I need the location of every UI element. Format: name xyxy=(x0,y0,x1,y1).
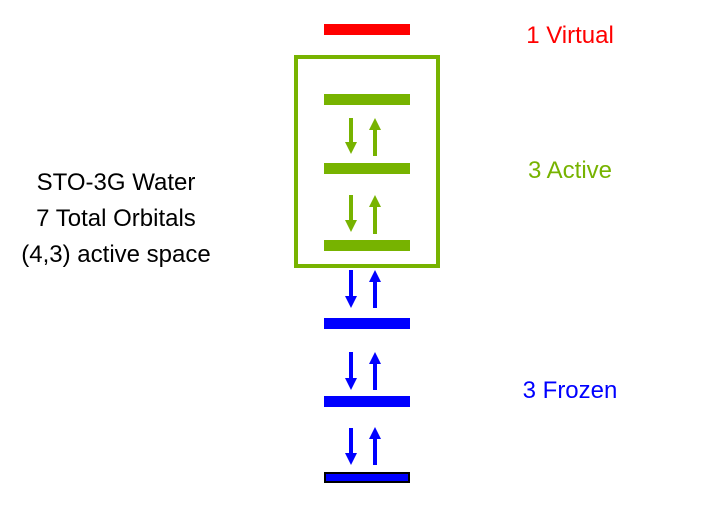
electron-pair-frozen-2 xyxy=(345,352,381,390)
description-line-molecule: STO-3G Water xyxy=(36,169,196,196)
electron-pair-active-1 xyxy=(345,118,381,156)
label-frozen: 3 Frozen xyxy=(522,377,618,404)
electron-pair-active-2 xyxy=(345,195,381,234)
label-virtual: 1 Virtual xyxy=(526,22,614,49)
electron-pair-frozen-1 xyxy=(345,270,381,308)
orbital-level-active-1 xyxy=(324,94,410,105)
orbital-level-virtual-1 xyxy=(324,24,410,35)
orbital-level-active-2 xyxy=(324,163,410,174)
description-line-active-space: (4,3) active space xyxy=(21,241,211,268)
orbital-level-frozen-3 xyxy=(324,472,410,483)
orbital-level-active-3 xyxy=(324,240,410,251)
active-space-box xyxy=(294,55,440,268)
electron-pair-frozen-3 xyxy=(345,427,381,465)
orbital-level-frozen-2 xyxy=(324,396,410,407)
orbital-level-frozen-1 xyxy=(324,318,410,329)
label-active: 3 Active xyxy=(527,157,613,184)
description-line-orbitals: 7 Total Orbitals xyxy=(36,205,196,232)
